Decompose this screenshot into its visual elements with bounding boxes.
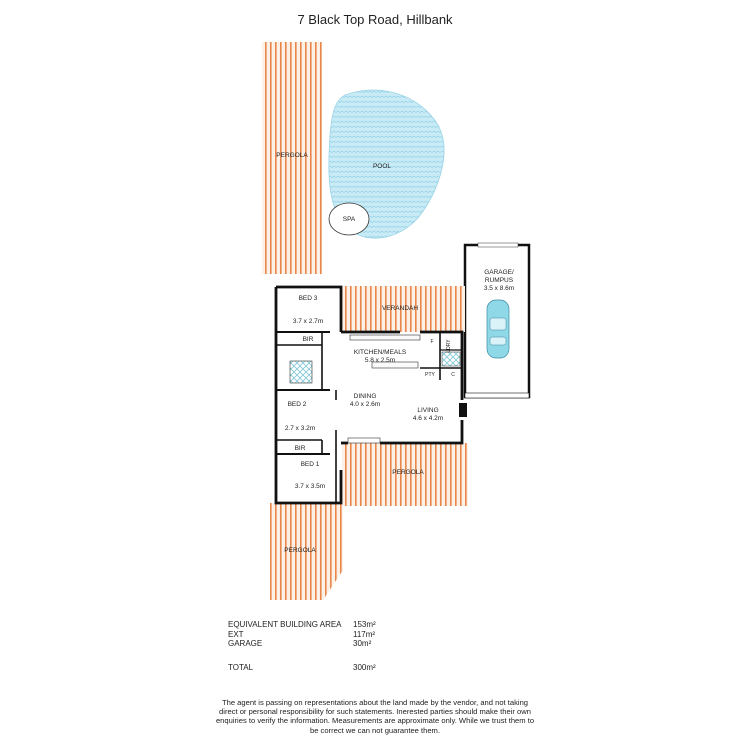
- area-row: EXT 117m²: [228, 630, 376, 640]
- bed2-label: BED 2: [288, 401, 307, 408]
- garage-window: [477, 242, 519, 248]
- car-icon: [486, 299, 510, 359]
- pergola-bottom: [270, 503, 343, 600]
- verandah: [341, 286, 465, 332]
- garage-size: 3.5 x 8.6m: [484, 285, 514, 292]
- bed3-size: 3.7 x 2.7m: [293, 318, 323, 325]
- area-label: TOTAL: [228, 662, 254, 672]
- area-value: 30m²: [353, 639, 372, 649]
- pool: [328, 89, 445, 239]
- disclaimer: The agent is passing on representations …: [215, 698, 535, 735]
- garage-label-1: GARAGE/: [484, 269, 514, 276]
- bir-mid-label: BIR: [295, 445, 306, 452]
- area-value: 300m²: [353, 662, 376, 672]
- bir-top-label: BIR: [303, 336, 314, 343]
- area-row-total: TOTAL 300m²: [228, 663, 376, 673]
- fridge-label: F: [430, 339, 433, 345]
- verandah-label: VERANDAH: [382, 305, 418, 312]
- bed1-label: BED 1: [301, 461, 320, 468]
- pergola-bottom-label: PERGOLA: [284, 547, 316, 554]
- bed3-label: BED 3: [299, 295, 318, 302]
- area-label: EQUIVALENT BUILDING AREA: [228, 620, 342, 629]
- dining-size: 4.0 x 2.6m: [350, 401, 380, 408]
- kitchen-label: KITCHEN/MEALS: [354, 349, 407, 356]
- laundry-label: LDRY: [446, 339, 452, 353]
- pantry-label: PTY: [425, 372, 435, 378]
- dining-label: DINING: [354, 393, 377, 400]
- pergola-mid-label: PERGOLA: [392, 469, 424, 476]
- cupboard-label: C: [451, 372, 455, 378]
- spa-label: SPA: [343, 216, 356, 223]
- spa: [328, 202, 370, 236]
- area-schedule: EQUIVALENT BUILDING AREA 153m² EXT 117m²…: [228, 620, 376, 672]
- living-size: 4.6 x 4.2m: [413, 415, 443, 422]
- area-value: 117m²: [353, 629, 376, 639]
- pergola-mid: [342, 443, 468, 506]
- pergola-top: [262, 42, 322, 274]
- pergola-top-label: PERGOLA: [276, 152, 308, 159]
- area-label: EXT: [228, 629, 244, 639]
- area-label: GARAGE: [228, 639, 263, 649]
- bed2-size: 2.7 x 3.2m: [285, 425, 315, 432]
- area-row: EQUIVALENT BUILDING AREA 153m²: [228, 620, 376, 630]
- house: [274, 285, 467, 505]
- area-row: GARAGE 30m²: [228, 639, 376, 649]
- bed1-size: 3.7 x 3.5m: [295, 483, 325, 490]
- plan-title: 7 Black Top Road, Hillbank: [297, 12, 453, 27]
- living-label: LIVING: [417, 407, 438, 414]
- garage-label-2: RUMPUS: [485, 277, 514, 284]
- garage-door: [464, 392, 530, 399]
- kitchen-size: 5.8 x 2.5m: [365, 357, 395, 364]
- area-value: 153m²: [353, 620, 376, 629]
- pool-label: POOL: [373, 163, 391, 170]
